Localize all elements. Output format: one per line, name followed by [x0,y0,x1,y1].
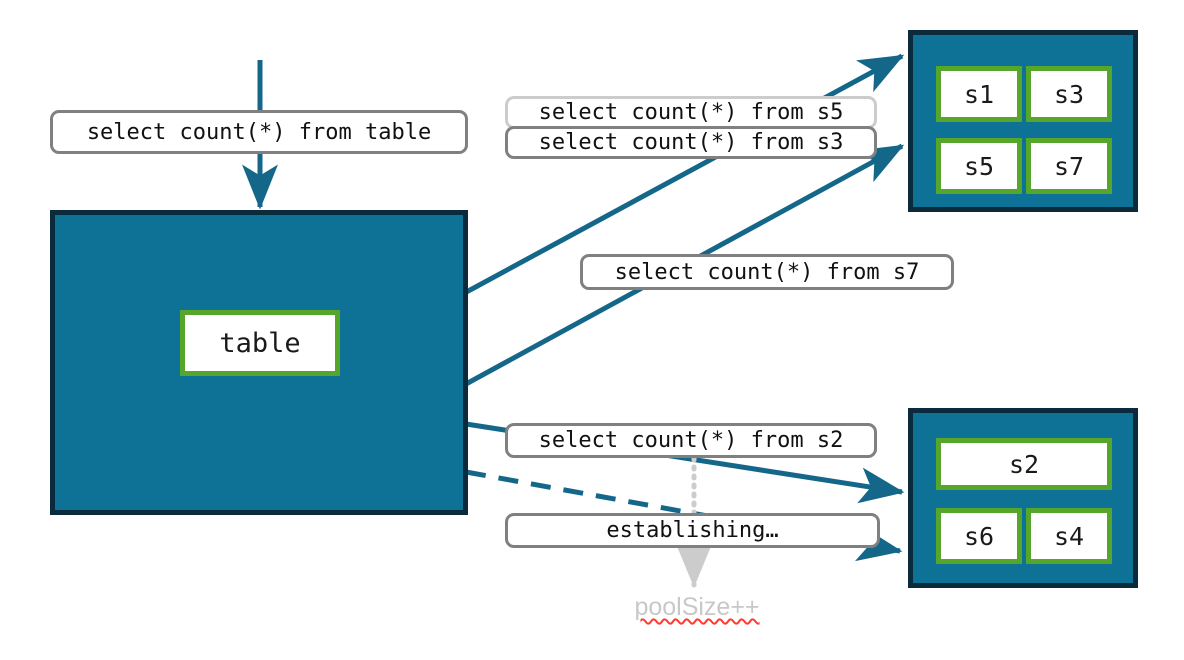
label-select-from-s3: select count(*) from s3 [505,126,877,159]
node-s1[interactable]: s1 [936,66,1022,122]
node-s6[interactable]: s6 [936,508,1022,564]
node-s4[interactable]: s4 [1026,508,1112,564]
node-s7[interactable]: s7 [1026,138,1112,194]
node-s2[interactable]: s2 [936,438,1112,490]
label-select-from-s5: select count(*) from s5 [505,96,877,129]
node-s5[interactable]: s5 [936,138,1022,194]
label-establishing: establishing… [505,513,880,548]
label-select-from-table: select count(*) from table [50,110,468,154]
label-select-from-s2: select count(*) from s2 [505,423,877,458]
annotation-poolsize: poolSize++ [634,593,760,621]
label-select-from-s7: select count(*) from s7 [580,254,954,290]
node-table[interactable]: table [180,310,340,376]
node-s3[interactable]: s3 [1026,66,1112,122]
